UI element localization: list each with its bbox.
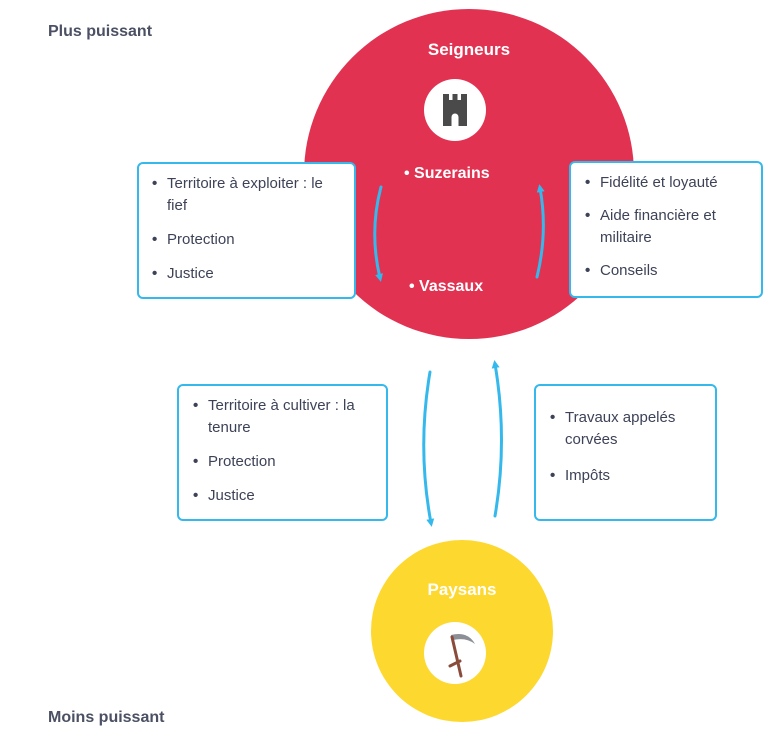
list-item: Territoire à cultiver : la tenure xyxy=(191,395,376,439)
paysans-title: Paysans xyxy=(427,580,497,599)
castle-badge xyxy=(424,79,486,141)
scythe-badge xyxy=(424,622,486,684)
list-item: Protection xyxy=(191,451,376,473)
role-vassaux: • Vassaux xyxy=(409,278,484,295)
list-item: Aide financière et militaire xyxy=(583,205,751,249)
castle-tower-icon xyxy=(443,94,467,126)
list-item: Impôts xyxy=(548,465,705,487)
role-suzerains: • Suzerains xyxy=(404,165,490,182)
less-powerful-label: Moins puissant xyxy=(48,709,165,726)
arrow-paysans-to-seigneurs xyxy=(491,360,503,518)
vassal-obligations-box: Fidélité et loyauté Aide financière et m… xyxy=(569,161,763,298)
list-item: Protection xyxy=(150,229,344,251)
seigneur-to-paysans-box: Territoire à cultiver : la tenure Protec… xyxy=(177,384,388,521)
list-item: Conseils xyxy=(583,260,751,282)
paysans-obligations-box: Travaux appelés corvées Impôts xyxy=(534,384,717,521)
list-item: Travaux appelés corvées xyxy=(548,407,705,451)
list-item: Territoire à exploiter : le fief xyxy=(150,173,344,217)
suzerain-obligations-box: Territoire à exploiter : le fief Protect… xyxy=(137,162,356,299)
arrow-seigneurs-to-paysans xyxy=(422,370,435,527)
list-item: Justice xyxy=(191,485,376,507)
arrow-suzerain-to-vassal xyxy=(373,185,383,282)
seigneurs-title: Seigneurs xyxy=(427,40,511,59)
more-powerful-label: Plus puissant xyxy=(48,23,153,40)
arrow-vassal-to-suzerain xyxy=(535,184,545,279)
scythe-icon xyxy=(448,634,475,678)
list-item: Justice xyxy=(150,263,344,285)
list-item: Fidélité et loyauté xyxy=(583,172,751,194)
